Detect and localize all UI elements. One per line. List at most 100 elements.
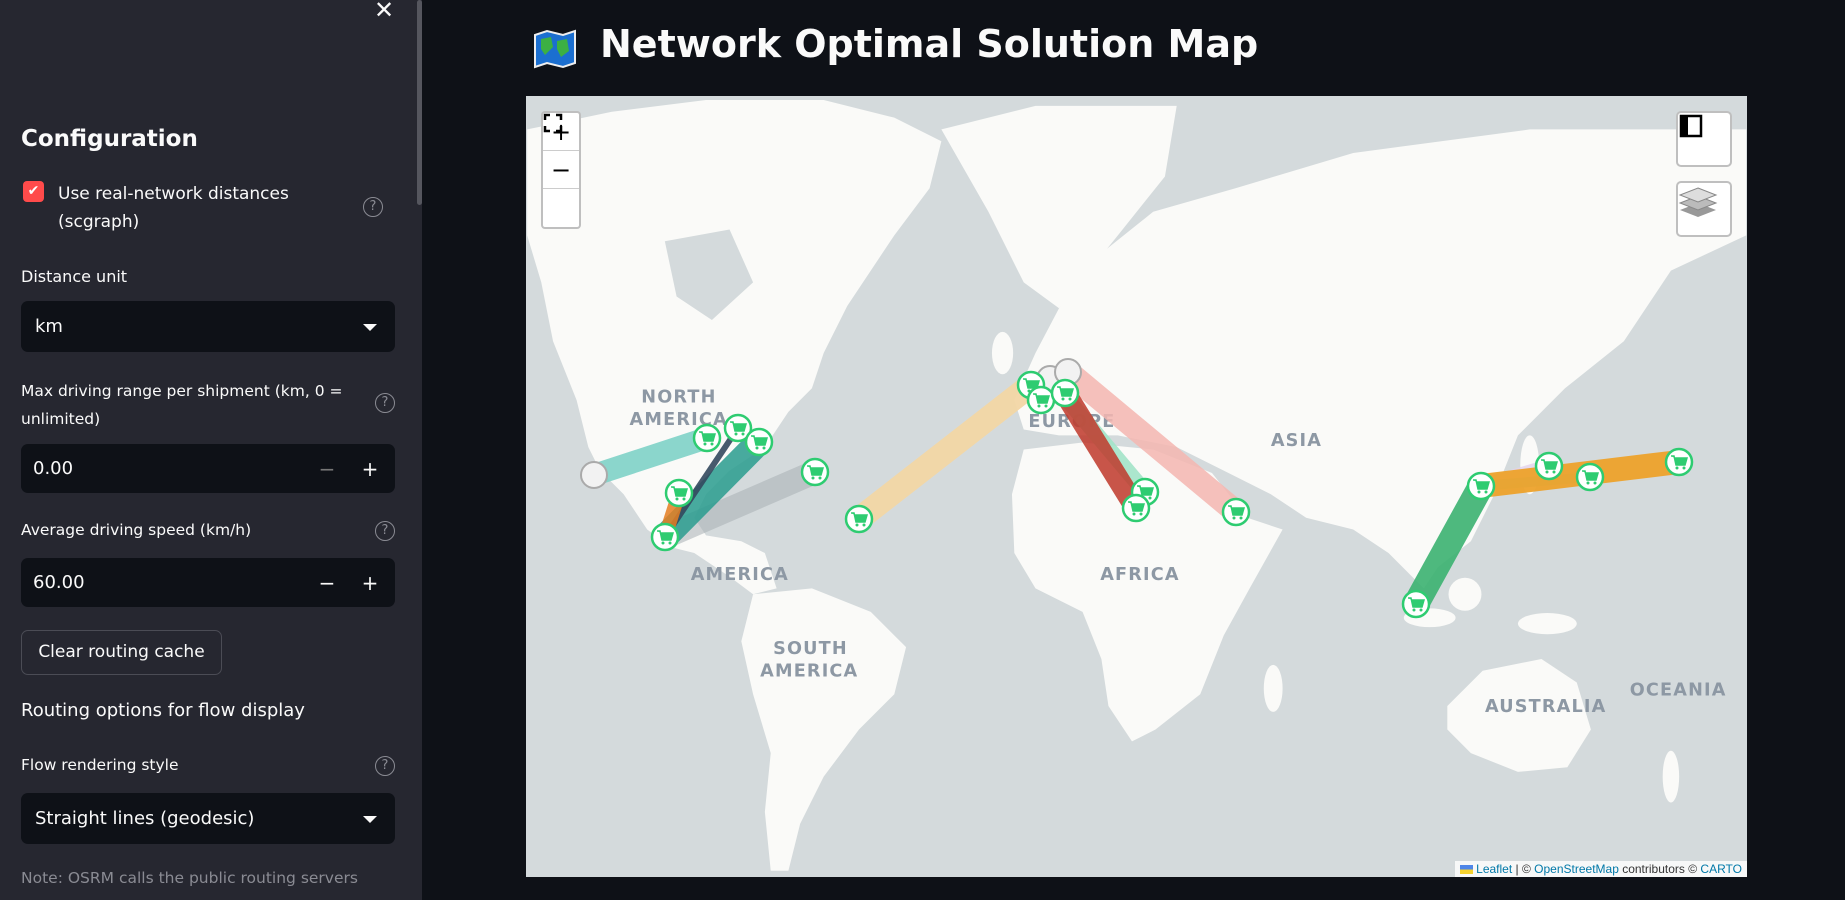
customer-marker[interactable] bbox=[723, 413, 753, 443]
routing-heading: Routing options for flow display bbox=[21, 700, 305, 721]
shopping-cart-icon bbox=[730, 421, 747, 436]
flow-line[interactable] bbox=[1403, 473, 1494, 617]
shopping-cart-icon bbox=[1582, 470, 1599, 485]
markers bbox=[580, 358, 1694, 619]
osrm-note: Note: OSRM calls the public routing serv… bbox=[21, 869, 358, 887]
carto-link[interactable]: CARTO bbox=[1700, 862, 1742, 876]
label-south-america-2: AMERICA bbox=[760, 662, 858, 682]
customer-marker[interactable] bbox=[1401, 589, 1431, 619]
clear-routing-cache-button[interactable]: Clear routing cache bbox=[21, 630, 222, 675]
shopping-cart-icon bbox=[1228, 505, 1245, 520]
customer-marker[interactable] bbox=[1466, 471, 1496, 501]
map-attribution: Leaflet | © OpenStreetMap contributors ©… bbox=[1454, 861, 1747, 877]
flow-line[interactable] bbox=[1054, 382, 1147, 519]
chevron-down-icon bbox=[363, 815, 377, 823]
hudson-bay bbox=[664, 229, 754, 321]
customer-marker[interactable] bbox=[664, 478, 694, 508]
shopping-cart-icon bbox=[671, 486, 688, 501]
land-eurasia bbox=[1014, 129, 1747, 589]
avg-speed-input[interactable]: 60.00 − + bbox=[21, 558, 395, 607]
shopping-cart-icon bbox=[1541, 459, 1558, 474]
shopping-cart-icon bbox=[1128, 501, 1145, 516]
shopping-cart-icon bbox=[851, 512, 868, 527]
label-africa: AFRICA bbox=[1100, 565, 1180, 585]
measure-button[interactable] bbox=[1676, 111, 1732, 167]
land-new-zealand bbox=[1662, 750, 1680, 803]
page-title: Network Optimal Solution Map bbox=[600, 22, 1259, 66]
max-range-input[interactable]: 0.00 − + bbox=[21, 444, 395, 493]
ruler-icon bbox=[1679, 114, 1703, 138]
shopping-cart-icon bbox=[751, 435, 768, 450]
shopping-cart-icon bbox=[1671, 455, 1688, 470]
label-oceania: OCEANIA bbox=[1630, 680, 1727, 700]
max-range-label: Max driving range per shipment (km, 0 = … bbox=[21, 382, 343, 428]
leaflet-link[interactable]: Leaflet bbox=[1476, 862, 1513, 876]
shopping-cart-icon bbox=[699, 431, 716, 446]
zoom-out-button[interactable]: − bbox=[543, 151, 579, 189]
map[interactable]: NORTH AMERICA AMERICA SOUTH AMERICA EURO… bbox=[526, 96, 1747, 877]
customer-marker[interactable] bbox=[1221, 497, 1251, 527]
sidebar-scrollbar[interactable] bbox=[417, 0, 422, 205]
land-africa bbox=[1011, 442, 1283, 742]
customer-marker[interactable] bbox=[692, 423, 722, 453]
customer-marker[interactable] bbox=[1050, 378, 1080, 408]
map-canvas[interactable]: NORTH AMERICA AMERICA SOUTH AMERICA EURO… bbox=[526, 96, 1747, 877]
layers-button[interactable] bbox=[1676, 181, 1732, 237]
increment-button[interactable]: + bbox=[361, 570, 379, 595]
label-australia: AUSTRALIA bbox=[1485, 697, 1606, 717]
increment-button[interactable]: + bbox=[361, 456, 379, 481]
distance-unit-select[interactable]: km bbox=[21, 301, 395, 352]
ukraine-flag-icon bbox=[1459, 865, 1473, 875]
sidebar-heading: Configuration bbox=[21, 126, 198, 152]
label-america: AMERICA bbox=[691, 565, 789, 585]
flow-line[interactable] bbox=[652, 429, 772, 550]
land-new-guinea bbox=[1517, 613, 1577, 635]
land-south-america bbox=[741, 588, 907, 871]
customer-marker[interactable] bbox=[1534, 451, 1564, 481]
real-network-label: Use real-network distances (scgraph) bbox=[58, 184, 289, 232]
help-icon[interactable]: ? bbox=[375, 393, 395, 413]
flow-line[interactable] bbox=[583, 427, 718, 486]
real-network-checkbox[interactable]: ✔ bbox=[23, 181, 44, 202]
customer-marker[interactable] bbox=[1664, 447, 1694, 477]
shopping-cart-icon bbox=[657, 530, 674, 545]
customer-marker[interactable] bbox=[800, 457, 830, 487]
label-asia: ASIA bbox=[1271, 431, 1322, 451]
decrement-button[interactable]: − bbox=[318, 456, 336, 481]
label-south-america-1: SOUTH bbox=[773, 639, 848, 659]
depot-marker[interactable] bbox=[580, 461, 608, 489]
customer-marker[interactable] bbox=[1575, 462, 1605, 492]
land-greenland bbox=[941, 105, 1177, 309]
avg-speed-label: Average driving speed (km/h) bbox=[21, 521, 252, 539]
shopping-cart-icon bbox=[1033, 393, 1050, 408]
customer-marker[interactable] bbox=[1026, 385, 1056, 415]
fullscreen-icon bbox=[543, 113, 563, 133]
customer-marker[interactable] bbox=[744, 427, 774, 457]
land-borneo bbox=[1448, 577, 1482, 611]
customer-marker[interactable] bbox=[1121, 493, 1151, 523]
shopping-cart-icon bbox=[1057, 386, 1074, 401]
land-madagascar bbox=[1263, 664, 1283, 712]
decrement-button[interactable]: − bbox=[318, 570, 336, 595]
flow-style-label: Flow rendering style bbox=[21, 756, 179, 774]
flow-style-select[interactable]: Straight lines (geodesic) bbox=[21, 793, 395, 844]
help-icon[interactable]: ? bbox=[363, 197, 383, 217]
distance-unit-label: Distance unit bbox=[21, 267, 128, 286]
shopping-cart-icon bbox=[807, 465, 824, 480]
flow-line[interactable] bbox=[1056, 360, 1248, 524]
zoom-control: + − bbox=[541, 111, 581, 229]
layers-icon bbox=[1678, 187, 1718, 217]
sidebar: ✕ Configuration ✔ Use real-network dista… bbox=[0, 0, 422, 900]
osm-link[interactable]: OpenStreetMap bbox=[1534, 862, 1619, 876]
land-uk bbox=[991, 331, 1014, 375]
help-icon[interactable]: ? bbox=[375, 521, 395, 541]
fullscreen-button[interactable] bbox=[543, 113, 579, 227]
customer-marker[interactable] bbox=[844, 504, 874, 534]
customer-marker[interactable] bbox=[650, 522, 680, 552]
world-map-icon bbox=[533, 29, 577, 69]
close-icon[interactable]: ✕ bbox=[374, 0, 395, 24]
flow-lines bbox=[583, 360, 1691, 617]
help-icon[interactable]: ? bbox=[375, 756, 395, 776]
land-australia bbox=[1447, 658, 1591, 772]
flow-line[interactable] bbox=[847, 373, 1043, 531]
